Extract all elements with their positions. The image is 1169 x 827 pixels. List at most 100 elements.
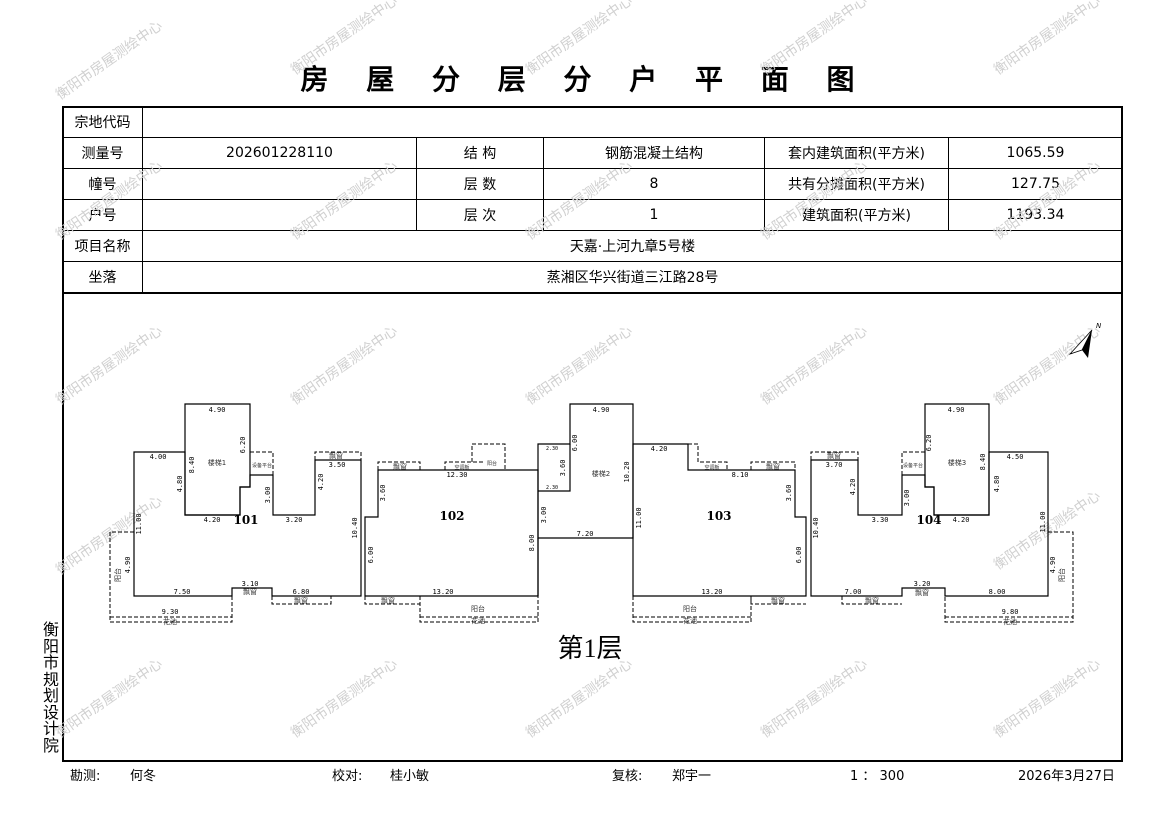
- bay-102-top: [377, 461, 421, 470]
- bay-label: 飘窗: [393, 462, 407, 471]
- table-row: 坐落蒸湘区华兴街道三江路28号: [62, 261, 1123, 294]
- dim-label: 4.80: [176, 476, 184, 493]
- unit-label: 101: [233, 513, 258, 527]
- checker-name: 桂小敏: [390, 769, 430, 784]
- equip-label: 设备平台: [252, 462, 272, 469]
- equip-101: [250, 451, 274, 475]
- dim-label: 3.30: [872, 516, 889, 524]
- table-row: 项目名称天嘉·上河九章5号楼: [62, 230, 1123, 262]
- garden-label: 花池: [1003, 617, 1017, 626]
- dim-label: 4.20: [317, 474, 325, 491]
- dim-label: 6.20: [925, 435, 933, 452]
- bay-label: 飘窗: [771, 596, 785, 605]
- floor-value: 1: [543, 199, 765, 231]
- ac-label: 空调板: [454, 464, 469, 471]
- floor-caption: 第1层: [557, 634, 622, 663]
- survey-no-label: 测量号: [62, 137, 143, 169]
- ac-102: [444, 461, 485, 470]
- balcony-label: 阳台: [1057, 568, 1066, 582]
- watermark: 衡阳市房屋测绘中心: [758, 322, 871, 408]
- watermark: 衡阳市房屋测绘中心: [53, 157, 166, 243]
- equip-label: 设备平台: [903, 462, 923, 469]
- stair-2-divider: [538, 444, 571, 492]
- dim-label: 7.20: [577, 530, 594, 538]
- dim-label: 4.20: [651, 445, 668, 453]
- dim-label: 8.40: [188, 457, 196, 474]
- dim-label: 3.00: [264, 487, 272, 504]
- ac-label: 空调板: [704, 464, 719, 471]
- watermark: 衡阳市房屋测绘中心: [758, 0, 871, 78]
- north-arrow-icon: N: [1068, 322, 1102, 358]
- balcony-103: [632, 596, 752, 623]
- surveyor-name: 何冬: [130, 769, 157, 784]
- bay-label: 飘窗: [329, 451, 343, 460]
- bay-label: 飘窗: [243, 587, 257, 596]
- watermark: 衡阳市房屋测绘中心: [288, 322, 401, 408]
- dim-label: 10.40: [351, 517, 359, 538]
- dim-label: 4.90: [124, 557, 132, 574]
- dim-label: 8.00: [989, 588, 1006, 596]
- dim-label: 4.80: [993, 476, 1001, 493]
- balcony-104: [944, 531, 1074, 623]
- watermark: 衡阳市房屋测绘中心: [991, 322, 1104, 408]
- dim-label: 12.30: [446, 471, 467, 479]
- stair-label: 楼梯3: [948, 458, 966, 467]
- dim-label: 4.90: [1049, 557, 1057, 574]
- plan-labels: 101 楼梯1 4.90 6.20 8.40 4.00 4.80 3.00 4.…: [113, 406, 1066, 626]
- balcony-label: 阳台: [487, 460, 497, 467]
- dim-label: 6.00: [571, 435, 579, 452]
- dim-label: 6.80: [293, 588, 310, 596]
- bay-102-bottom: [364, 596, 420, 605]
- garden-label: 花池: [471, 616, 485, 625]
- dim-label: 3.50: [329, 461, 346, 469]
- stair-2-outline: [537, 403, 634, 539]
- dim-label: 11.00: [1039, 511, 1047, 532]
- bay-104-top: [810, 451, 859, 460]
- unit-label: 104: [916, 513, 941, 527]
- project-label: 项目名称: [62, 230, 143, 262]
- project-value: 天嘉·上河九章5号楼: [142, 230, 1123, 262]
- watermarks: 衡阳市房屋测绘中心 衡阳市房屋测绘中心 衡阳市房屋测绘中心 衡阳市房屋测绘中心 …: [53, 0, 1104, 741]
- surveyor-label: 勘测:: [70, 769, 101, 784]
- dim-label: 6.00: [367, 547, 375, 564]
- dim-label: 3.70: [826, 461, 843, 469]
- north-label: N: [1096, 322, 1102, 330]
- watermark: 衡阳市房屋测绘中心: [758, 157, 871, 243]
- watermark: 衡阳市房屋测绘中心: [288, 157, 401, 243]
- watermark: 衡阳市房屋测绘中心: [53, 322, 166, 408]
- balcony-label: 阳台: [471, 604, 485, 613]
- dim-label: 11.00: [135, 513, 143, 534]
- dim-label: 4.90: [209, 406, 226, 414]
- dim-label: 3.60: [559, 460, 567, 477]
- dim-label: 4.50: [1007, 453, 1024, 461]
- dim-label: 3.20: [914, 580, 931, 588]
- bay-label: 飘窗: [766, 462, 780, 471]
- bay-104-bottom: [841, 596, 902, 605]
- dim-label: 8.40: [979, 454, 987, 471]
- dim-label: 4.90: [948, 406, 965, 414]
- watermark: 衡阳市房屋测绘中心: [991, 487, 1104, 573]
- structure-label: 结 构: [416, 137, 544, 169]
- dim-label: 9.30: [162, 608, 179, 616]
- watermark: 衡阳市房屋测绘中心: [991, 0, 1104, 78]
- garden-label: 花池: [163, 617, 177, 626]
- watermark: 衡阳市房屋测绘中心: [523, 0, 636, 78]
- bay-101-bottom: [271, 596, 332, 605]
- bay-label: 飘窗: [827, 451, 841, 460]
- balcony-101: [109, 531, 233, 623]
- side-institution-text: 衡阳市规划设计院: [42, 620, 59, 755]
- date-label: 2026年3月27日: [1018, 769, 1115, 784]
- unit-102-outline: [364, 469, 539, 597]
- dim-label: 13.20: [432, 588, 453, 596]
- dim-label: 4.90: [593, 406, 610, 414]
- watermark: 衡阳市房屋测绘中心: [758, 655, 871, 741]
- bay-101-top: [314, 451, 362, 460]
- watermark: 衡阳市房屋测绘中心: [288, 0, 401, 78]
- unit-label: 103: [706, 509, 731, 523]
- balcony-label: 阳台: [113, 568, 122, 582]
- stair-1-outline: [184, 403, 251, 516]
- bay-label: 飘窗: [915, 588, 929, 597]
- checker-label: 校对:: [332, 769, 363, 784]
